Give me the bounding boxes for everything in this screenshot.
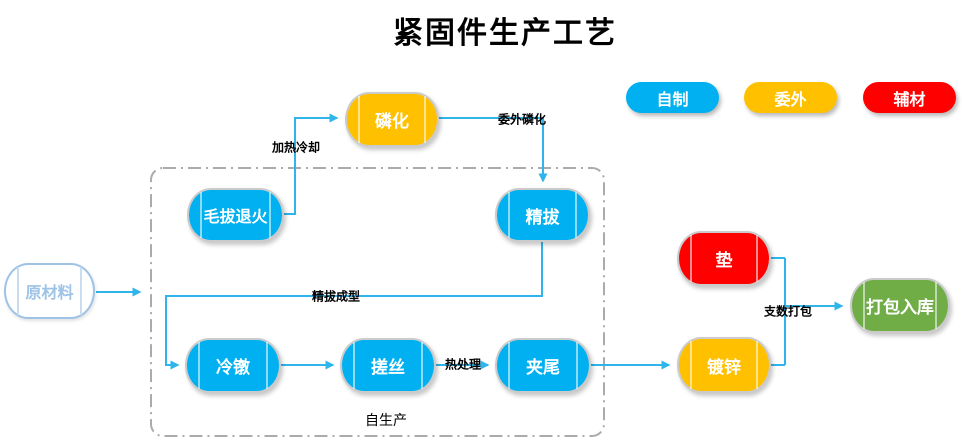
legend-outsourced-label: 委外	[774, 91, 807, 109]
edge-annealing-phosphating	[284, 113, 339, 215]
node-thread-rolling: 搓丝	[340, 338, 436, 393]
edge-label-heating-cooling: 加热冷却	[271, 140, 321, 155]
self-production-group-label: 自生产	[365, 412, 407, 428]
node-washer: 垫	[677, 231, 771, 286]
edge-label-heat-treatment: 热处理	[444, 357, 482, 372]
node-galvanizing: 镀锌	[677, 337, 771, 393]
legend-self-made-label: 自制	[656, 91, 689, 109]
legend-self-made: 自制	[626, 82, 719, 113]
edge-phosphating-finedrawing	[439, 117, 548, 183]
edge-label-count-packing: 支数打包	[763, 304, 813, 319]
edge-label-fine-drawing-forming: 精拔成型	[311, 289, 361, 304]
node-packing: 打包入库	[850, 278, 950, 333]
node-raw-material: 原材料	[4, 263, 95, 319]
edge-finedrawing-coldheading	[165, 242, 543, 370]
node-tail-clamping: 夹尾	[495, 338, 591, 393]
edge-label-outsourced-phosphating: 委外磷化	[497, 112, 547, 127]
legend-auxiliary: 辅材	[863, 82, 956, 113]
page-title: 紧固件生产工艺	[393, 17, 617, 50]
legend-auxiliary-label: 辅材	[893, 91, 926, 109]
node-cold-heading: 冷镦	[185, 338, 281, 393]
node-phosphating: 磷化	[345, 92, 439, 147]
node-annealing: 毛拔退火	[187, 188, 284, 242]
node-fine-drawing: 精拔	[495, 188, 590, 242]
self-production-group-box	[150, 167, 605, 437]
edge-washer-junction	[771, 257, 786, 366]
legend-outsourced: 委外	[744, 82, 837, 113]
